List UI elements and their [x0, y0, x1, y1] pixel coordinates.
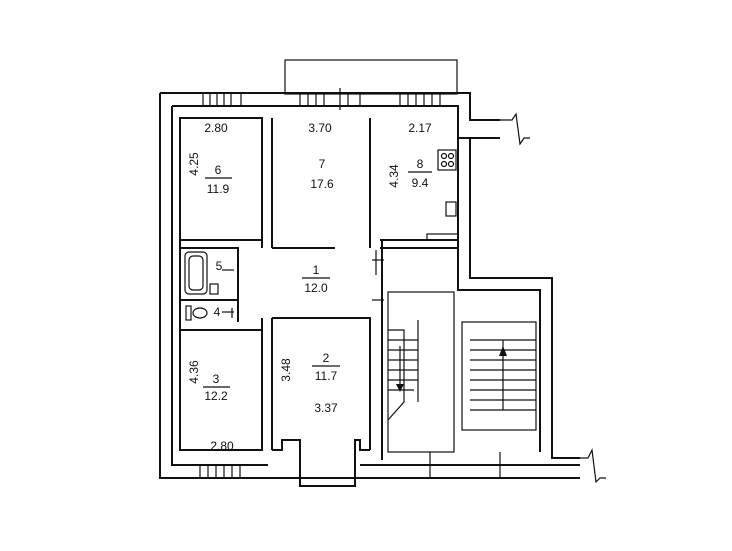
room-6-area: 11.9 [207, 182, 230, 196]
room-2-dim-left: 3.48 [279, 358, 293, 382]
room-7-number: 7 [319, 157, 326, 171]
room-3-number: 3 [213, 372, 220, 386]
room-7-area: 17.6 [310, 177, 334, 191]
room-1-area: 12.0 [304, 281, 328, 295]
room-2-dim-bottom: 3.37 [314, 401, 338, 415]
room-2-label: 2 11.7 3.48 3.37 [279, 351, 340, 415]
room-3-label: 3 12.2 4.36 2.80 [187, 360, 234, 453]
room-1-number: 1 [313, 263, 320, 277]
room-6-number: 6 [215, 163, 222, 177]
room-4-number: 4 [214, 305, 221, 319]
room-8-dim-top: 2.17 [408, 121, 432, 135]
room-8-number: 8 [417, 157, 424, 171]
room-5-number: 5 [216, 259, 223, 273]
room-6-dim-top: 2.80 [204, 121, 228, 135]
room-8-area: 9.4 [412, 176, 429, 190]
room-5-label: 5 [216, 259, 223, 273]
windows [199, 88, 441, 479]
room-4-label: 4 [214, 305, 221, 319]
kitchen-fixtures [426, 149, 459, 241]
room-7-dim-top: 3.70 [308, 121, 332, 135]
bathroom-fixtures [184, 251, 219, 321]
room-6-label: 6 11.9 2.80 4.25 [187, 121, 232, 196]
interior-walls [179, 117, 459, 487]
balcony [284, 59, 458, 95]
room-2-number: 2 [323, 351, 330, 365]
room-8-dim-left: 4.34 [387, 164, 401, 188]
room-2-area: 11.7 [315, 369, 338, 383]
wall-break-marks [500, 112, 606, 484]
room-7-label: 7 17.6 3.70 [308, 121, 334, 191]
room-3-dim-left: 4.36 [187, 360, 201, 384]
room-8-label: 8 9.4 2.17 4.34 [387, 121, 432, 190]
doors [222, 250, 384, 318]
room-3-area: 12.2 [204, 389, 228, 403]
room-1-label: 1 12.0 [302, 263, 330, 295]
staircase [387, 291, 537, 478]
room-3-dim-bottom: 2.80 [210, 439, 234, 453]
room-6-dim-left: 4.25 [187, 152, 201, 176]
